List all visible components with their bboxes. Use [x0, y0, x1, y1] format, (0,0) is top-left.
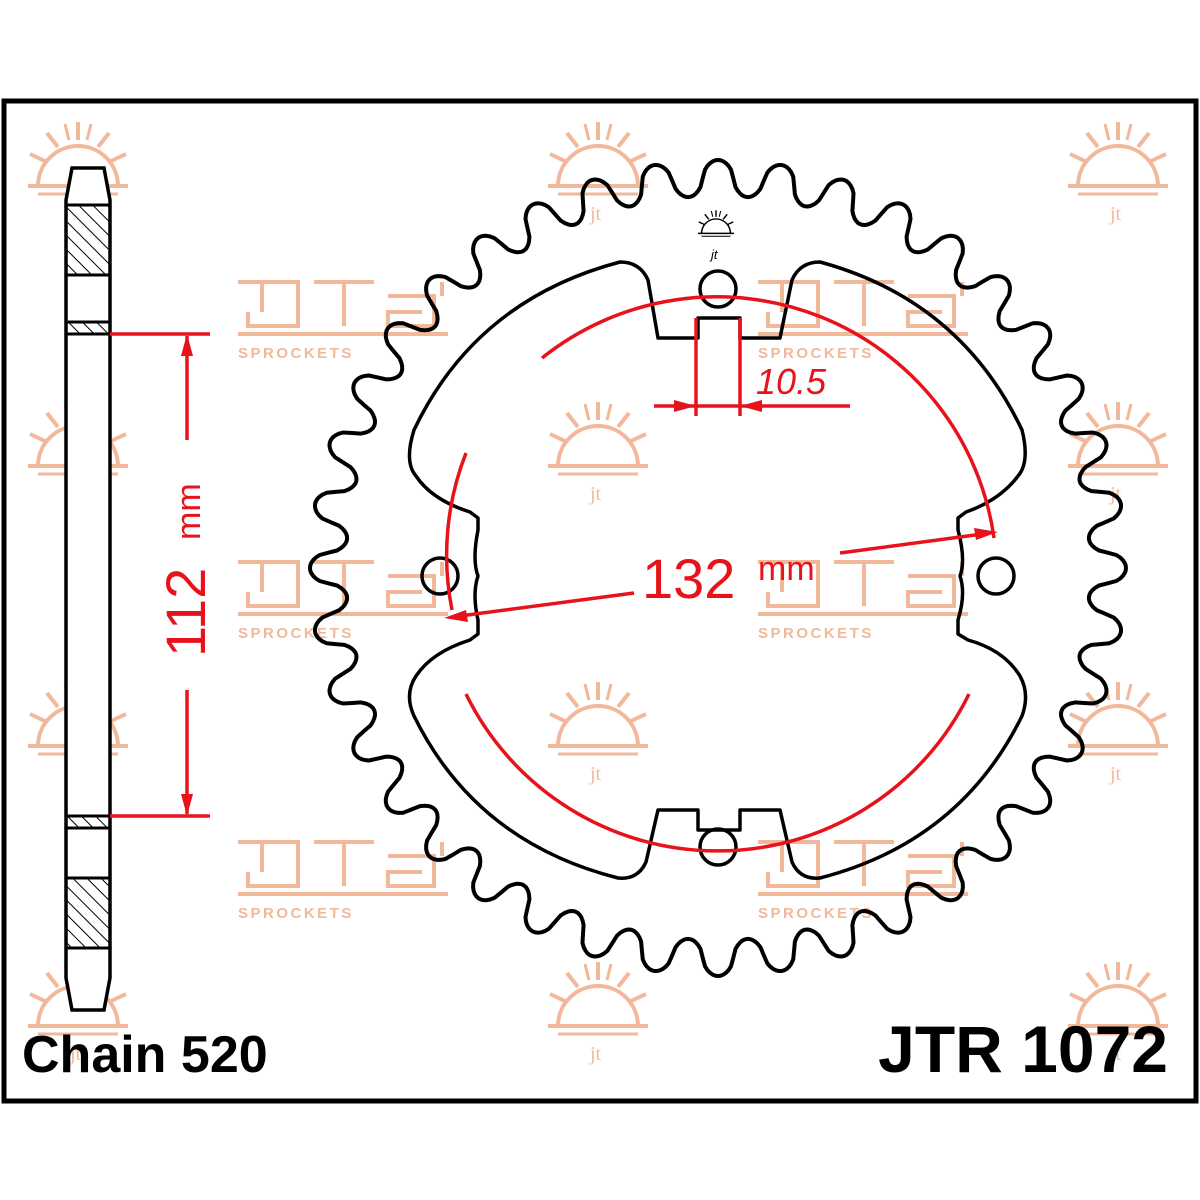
watermark-sun-icon: jt [546, 680, 650, 785]
svg-text:SPROCKETS: SPROCKETS [758, 905, 874, 922]
dimension-arrowheads [181, 334, 998, 816]
side-view [64, 166, 112, 1012]
watermark-brand-logo: SPROCKETS [238, 280, 448, 362]
part-number-label: JTR 1072 [878, 1012, 1168, 1086]
bolt-circle-arc-left [444, 452, 468, 611]
watermark-brand-logo: SPROCKETS [758, 280, 968, 362]
jt-logo-icon [697, 209, 735, 237]
bolt-circle-arc-top [540, 295, 996, 539]
frame-border [1, 98, 1199, 1104]
watermark-sun-icon: jt [1066, 960, 1170, 1065]
svg-text:jt: jt [589, 763, 602, 785]
svg-text:jt: jt [589, 203, 602, 225]
svg-text:SPROCKETS: SPROCKETS [238, 905, 354, 922]
watermark-brand-logo: SPROCKETS [238, 560, 448, 642]
bolt-circle-value-label: 132 [642, 547, 735, 610]
watermark-brand-logo: SPROCKETS [238, 840, 448, 922]
svg-text:jt: jt [1109, 763, 1122, 785]
svg-text:jt: jt [589, 1043, 602, 1065]
svg-text:SPROCKETS: SPROCKETS [758, 345, 874, 362]
width-value-label: 112 [154, 568, 217, 657]
chain-label: Chain 520 [22, 1026, 268, 1084]
svg-text:jt: jt [1109, 203, 1122, 225]
svg-text:jt: jt [69, 1043, 82, 1065]
dimensions [110, 295, 996, 853]
watermark-sun-icon: jt [1066, 400, 1170, 505]
watermark-sun-icon: jt [26, 960, 130, 1065]
watermark-sun-icon: jt [546, 400, 650, 505]
bolt-circle-arc-bottom [464, 693, 971, 853]
jt-logo-mark: jt [709, 247, 719, 262]
bolt-dim-arrow-left [451, 591, 635, 619]
svg-text:SPROCKETS: SPROCKETS [238, 345, 354, 362]
watermark-sun-icon: jt [546, 120, 650, 225]
watermark-sun-icon: jt [1066, 120, 1170, 225]
watermark-sun-icon: jt [1066, 680, 1170, 785]
hole-diameter-label: 10.5 [756, 361, 827, 402]
bolt-circle-unit-label: mm [758, 550, 815, 588]
svg-text:jt: jt [589, 483, 602, 505]
svg-text:SPROCKETS: SPROCKETS [758, 625, 874, 642]
bolt-dim-arrow-right [839, 531, 991, 555]
watermark-sun-icon: jt [546, 960, 650, 1065]
width-unit-label: mm [170, 483, 208, 540]
svg-text:jt: jt [1109, 1043, 1122, 1065]
svg-text:SPROCKETS: SPROCKETS [238, 625, 354, 642]
watermark-brand-logo: SPROCKETS [758, 560, 968, 642]
sprocket-body: jt [308, 158, 1128, 978]
